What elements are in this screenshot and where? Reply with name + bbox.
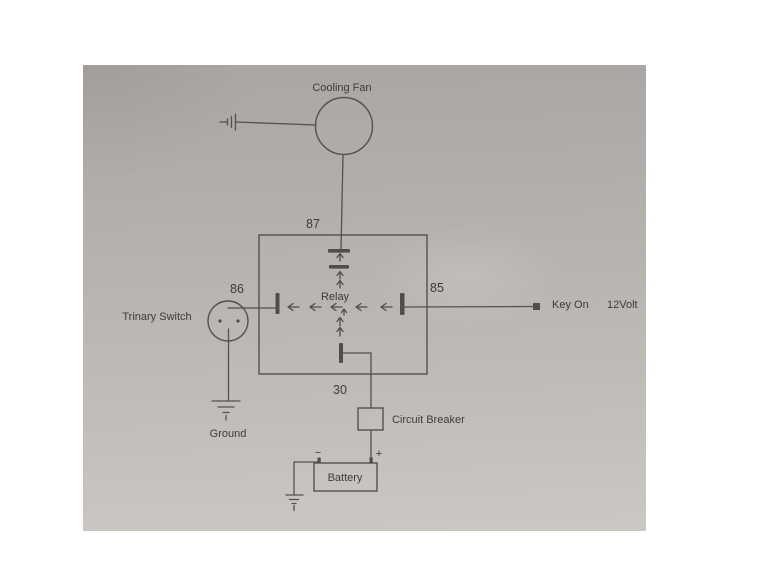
arrow-up-icon	[336, 270, 344, 280]
relay-box	[258, 234, 428, 375]
relay-label: Relay	[321, 291, 350, 303]
key-on-voltage-label: 12Volt	[607, 299, 638, 311]
arrow-up-icon	[336, 252, 344, 262]
terminal-87-label: 87	[306, 217, 320, 231]
current-flow-arrows	[287, 252, 393, 337]
wire-battery-to-ground	[293, 461, 318, 496]
terminal-85-label: 85	[430, 281, 444, 295]
terminal-bar-86	[275, 293, 280, 314]
arrow-up-icon	[336, 279, 344, 289]
trinary-contact-dot	[236, 319, 240, 323]
contact-bar-87-lower	[329, 265, 349, 269]
terminal-86-label: 86	[230, 282, 244, 296]
key-on-label: Key On	[552, 299, 589, 311]
terminal-bar-30	[339, 343, 343, 363]
trinary-contact-dot	[218, 319, 222, 323]
battery-negative-label: −	[315, 447, 321, 459]
battery-negative-terminal	[317, 457, 321, 464]
terminal-bar-85	[400, 293, 405, 315]
wire-30-to-breaker	[342, 352, 372, 409]
cooling-fan-motor-symbol	[314, 96, 374, 156]
wires	[227, 121, 534, 496]
cooling-fan-label: Cooling Fan	[312, 82, 371, 94]
wire-fan-to-87	[340, 154, 344, 250]
ground-label: Ground	[210, 428, 247, 440]
arrow-up-icon	[336, 326, 344, 337]
arrow-left-icon	[380, 302, 393, 312]
ground-icon-trinary	[211, 400, 241, 421]
trinary-switch-label: Trinary Switch	[122, 311, 191, 323]
key-on-terminal-square	[533, 303, 540, 310]
arrow-left-icon	[287, 302, 300, 312]
arrow-left-icon	[330, 302, 343, 312]
circuit-breaker-box	[357, 407, 384, 431]
circuit-breaker-label: Circuit Breaker	[392, 414, 465, 426]
arrow-left-icon	[309, 302, 322, 312]
wire-fanground-to-fan	[234, 121, 317, 126]
terminal-30-label: 30	[333, 383, 347, 397]
battery-label: Battery	[328, 472, 363, 484]
photo-wiring-diagram: Cooling Fan 87 86 85 30 Relay Trinary Sw…	[83, 65, 646, 531]
ground-icon-fan	[219, 113, 237, 131]
arrow-left-icon	[355, 302, 368, 312]
ground-icon-battery	[285, 494, 304, 512]
wire-85-to-keyon	[403, 305, 534, 308]
wiring-schematic: Cooling Fan 87 86 85 30 Relay Trinary Sw…	[122, 82, 638, 512]
arrow-up-icon	[340, 308, 348, 316]
trinary-switch-circle	[207, 300, 249, 342]
battery-positive-terminal	[369, 457, 373, 464]
contact-bar-87	[328, 249, 350, 253]
trinary-switch-symbol	[207, 300, 249, 342]
battery-box	[313, 462, 378, 492]
battery-positive-label: +	[376, 448, 382, 460]
arrow-up-icon	[336, 316, 344, 327]
